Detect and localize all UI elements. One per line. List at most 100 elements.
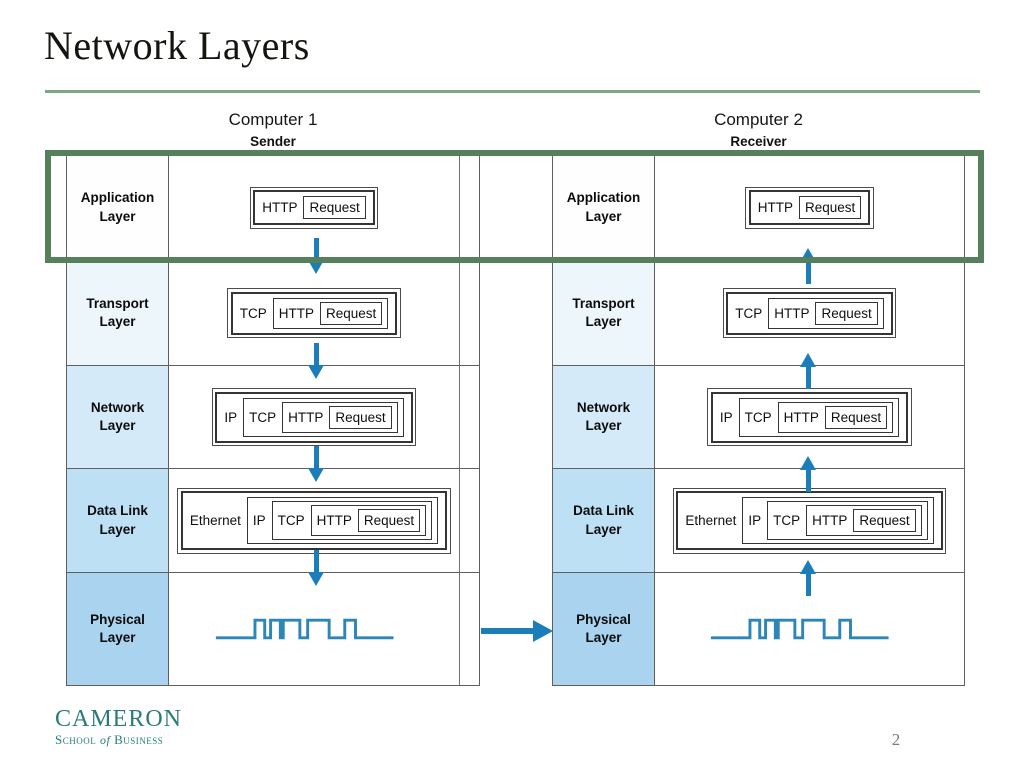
ip-label: IP (748, 513, 762, 528)
ip-box: IP TCP HTTP Request (742, 497, 934, 544)
http-box: HTTP Request (282, 401, 398, 433)
ip-box: IP TCP HTTP Request (710, 391, 909, 443)
layer-label-datalink: Data Link Layer (67, 469, 169, 573)
down-arrow (308, 446, 324, 482)
request-label: Request (830, 409, 882, 425)
up-arrow (800, 353, 816, 389)
ip-label: IP (719, 409, 733, 425)
request-box: Request (357, 509, 421, 532)
transmission-arrow (481, 620, 553, 642)
request-box: Request (815, 301, 878, 325)
request-label: Request (309, 200, 360, 215)
layer-label-text: Transport Layer (86, 295, 149, 329)
spacer-cell (459, 155, 479, 261)
request-label: Request (363, 513, 415, 528)
request-label: Request (325, 305, 377, 321)
up-arrow (800, 248, 816, 284)
application-packet: HTTP Request (745, 186, 874, 229)
up-arrow (800, 560, 816, 596)
tcp-label: TCP (249, 409, 277, 425)
http-box: HTTP Request (768, 297, 884, 329)
logo-name: CAMERON (55, 706, 183, 732)
layer-label-text: Network Layer (90, 399, 145, 433)
http-label: HTTP (774, 305, 810, 321)
tcp-box: TCP HTTP Request (767, 501, 928, 540)
layer-label-application: Application Layer (553, 155, 655, 261)
layer-label-text: Application Layer (80, 190, 155, 224)
ethernet-box: Ethernet IP TCP HTTP Request (676, 491, 943, 550)
request-box: Request (853, 509, 916, 532)
spacer-cell (459, 366, 479, 469)
request-label: Request (859, 513, 910, 528)
request-box: Request (798, 196, 862, 219)
sender-stack: Application Layer HTTP Request Transport… (66, 154, 480, 686)
request-box: Request (319, 301, 383, 325)
request-label: Request (335, 409, 386, 425)
datalink-cell: Ethernet IP TCP HTTP Request (169, 469, 459, 573)
http-box: HTTP Request (272, 297, 389, 329)
sender-label: Sender (250, 134, 296, 149)
transport-packet: TCP HTTP Request (722, 288, 897, 338)
tcp-box: TCP HTTP Request (738, 397, 900, 437)
transport-cell: TCP HTTP Request (655, 261, 964, 366)
physical-cell (169, 573, 459, 685)
ethernet-label: Ethernet (189, 513, 241, 528)
http-box: HTTP Request (748, 190, 871, 225)
application-packet: HTTP Request (249, 186, 379, 229)
layer-label-network: Network Layer (553, 366, 655, 469)
computer2-label: Computer 2 (714, 110, 803, 129)
layer-label-text: Data Link Layer (87, 503, 148, 537)
tcp-box: TCP HTTP Request (243, 397, 404, 437)
ip-box: IP TCP HTTP Request (246, 497, 439, 544)
ip-box: IP TCP HTTP Request (215, 391, 413, 443)
logo-of: of (99, 733, 111, 748)
tcp-label: TCP (773, 513, 801, 528)
layer-label-text: Data Link Layer (573, 503, 634, 537)
request-box: Request (303, 196, 366, 219)
spacer-cell (459, 573, 479, 685)
ethernet-label: Ethernet (685, 513, 737, 528)
logo-subtitle: School of Business (55, 732, 182, 748)
http-box: HTTP Request (777, 401, 894, 433)
down-arrow (308, 343, 324, 379)
ip-label: IP (224, 409, 238, 425)
http-label: HTTP (757, 200, 793, 215)
tcp-box: TCP HTTP Request (271, 501, 433, 540)
layer-label-network: Network Layer (67, 366, 169, 469)
layer-label-text: Transport Layer (572, 295, 635, 329)
tcp-label: TCP (744, 409, 772, 425)
tcp-box: TCP HTTP Request (726, 291, 893, 335)
down-arrow (308, 550, 324, 586)
layer-label-text: Application Layer (566, 190, 641, 224)
application-cell: HTTP Request (169, 155, 459, 261)
tcp-label: TCP (735, 305, 763, 321)
http-box: HTTP Request (253, 190, 375, 225)
tcp-label: TCP (277, 513, 305, 528)
request-box: Request (329, 405, 392, 429)
layer-label-text: Network Layer (576, 399, 631, 433)
cameron-logo: CAMERON School of Business (55, 706, 183, 748)
request-label: Request (821, 305, 872, 321)
logo-school: School (55, 732, 97, 748)
layer-label-datalink: Data Link Layer (553, 469, 655, 573)
network-packet: IP TCP HTTP Request (211, 388, 417, 446)
request-box: Request (824, 405, 888, 429)
ethernet-box: Ethernet IP TCP HTTP Request (180, 491, 448, 550)
application-cell: HTTP Request (655, 155, 964, 261)
http-label: HTTP (288, 409, 324, 425)
http-label: HTTP (812, 513, 848, 528)
transport-packet: TCP HTTP Request (227, 288, 401, 338)
layer-label-physical: Physical Layer (553, 573, 655, 685)
up-arrow (800, 456, 816, 492)
layer-label-application: Application Layer (67, 155, 169, 261)
layer-label-text: Physical Layer (576, 611, 631, 645)
spacer-cell (459, 469, 479, 573)
datalink-packet: Ethernet IP TCP HTTP Request (672, 487, 947, 554)
network-cell: IP TCP HTTP Request (655, 366, 964, 469)
http-label: HTTP (278, 305, 314, 321)
layer-label-transport: Transport Layer (67, 261, 169, 366)
spacer-cell (459, 261, 479, 366)
layer-label-text: Physical Layer (90, 611, 145, 645)
page-title: Network Layers (44, 23, 310, 68)
layer-label-physical: Physical Layer (67, 573, 169, 685)
